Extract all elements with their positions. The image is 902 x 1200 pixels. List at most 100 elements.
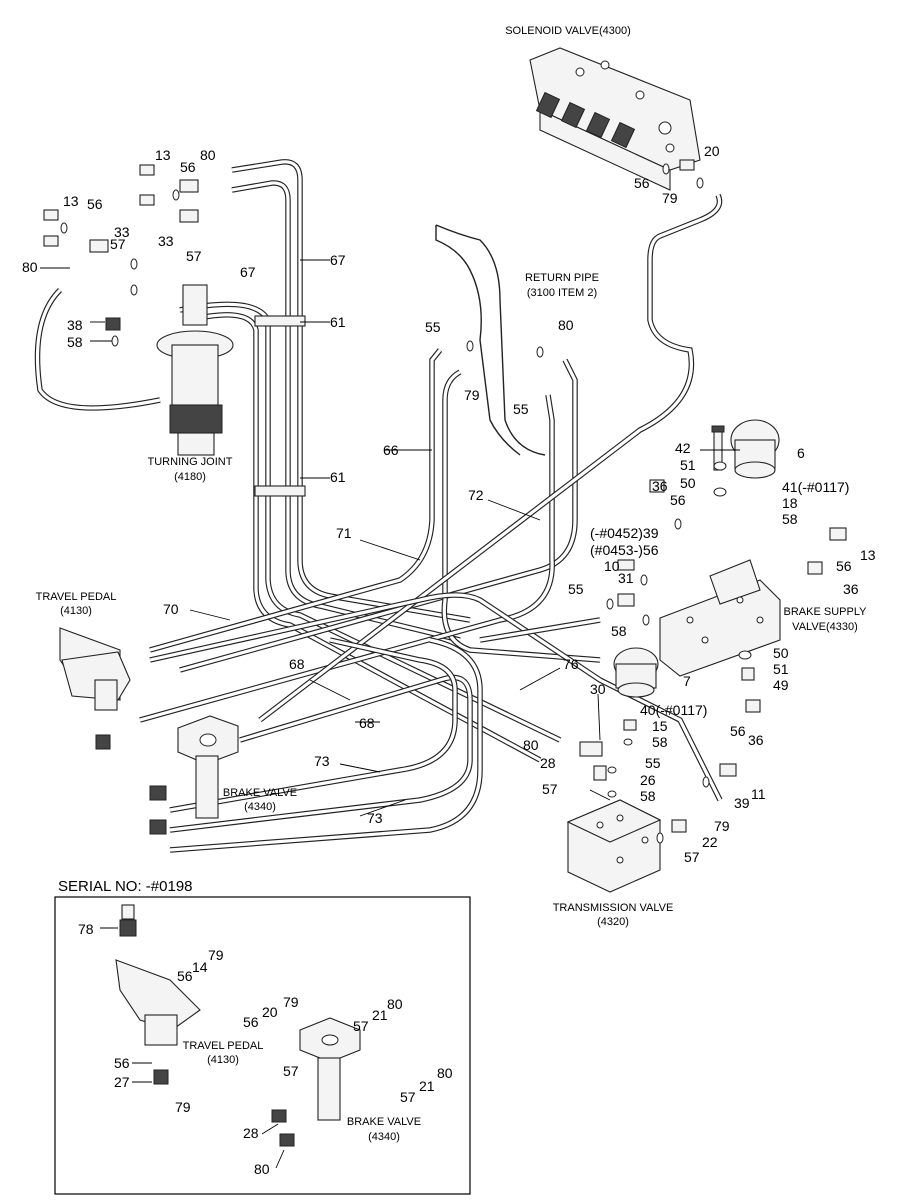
part-number-56-e: 56	[836, 558, 852, 574]
part-number-42: 42	[675, 440, 691, 456]
part-number-callouts: 20 56 79 13 56 80 13 56 33 33 57 57 80 6…	[22, 143, 876, 865]
part-number-56-a: 56	[180, 159, 196, 175]
inset-part-20: 20	[262, 1004, 278, 1020]
part-number-56-b: 56	[87, 196, 103, 212]
part-number-38: 38	[67, 317, 83, 333]
inset-brake-valve-label: BRAKE VALVE	[347, 1116, 421, 1128]
solenoid-valve-label: SOLENOID VALVE(4300)	[505, 25, 631, 37]
hose-67	[231, 159, 471, 643]
part-number-39-a: (-#0452)39	[590, 525, 659, 541]
accumulator-7[interactable]	[613, 647, 659, 698]
part-number-41: 41(-#0117)	[782, 479, 849, 495]
part-number-36-c: 36	[748, 732, 764, 748]
part-number-13-c: 13	[860, 547, 876, 563]
part-number-55-d: 55	[645, 755, 661, 771]
part-number-61-a: 61	[330, 314, 346, 330]
part-number-49: 49	[773, 677, 789, 693]
part-number-71: 71	[336, 525, 352, 541]
part-number-67-a: 67	[240, 264, 256, 280]
part-number-33-b: 33	[158, 233, 174, 249]
serial-inset-frame	[54, 896, 471, 1195]
transmission-valve-ref: (4320)	[597, 916, 629, 928]
return-pipe-label: RETURN PIPE	[525, 272, 599, 284]
part-number-56-c: 56	[670, 492, 686, 508]
part-number-36-a: 36	[652, 478, 668, 494]
turning-joint-label: TURNING JOINT	[148, 456, 233, 468]
part-number-57-b: 57	[186, 248, 202, 264]
hose-clamp-61-upper	[254, 315, 306, 327]
part-number-11: 11	[751, 786, 766, 802]
travel-pedal-4130[interactable]	[59, 627, 131, 750]
part-number-30: 30	[590, 681, 606, 697]
brake-supply-valve-4330[interactable]	[659, 559, 781, 677]
part-number-20-top: 20	[704, 143, 720, 159]
part-number-57-a: 57	[110, 236, 126, 252]
hose-clamp-61-lower	[254, 485, 306, 497]
part-number-79-top: 79	[662, 190, 678, 206]
part-number-55-a: 55	[425, 319, 441, 335]
part-number-50-a: 50	[680, 475, 696, 491]
inset-travel-pedal-ref: (4130)	[207, 1054, 239, 1066]
inset-travel-pedal-label: TRAVEL PEDAL	[183, 1040, 264, 1052]
turning-joint-ref: (4180)	[174, 471, 206, 483]
part-number-33-a: 33	[114, 224, 130, 240]
part-number-58-b: 58	[782, 511, 798, 527]
accumulator-6[interactable]	[730, 419, 780, 479]
part-number-39-b: 39	[734, 795, 750, 811]
solenoid-valve-4300[interactable]	[529, 47, 701, 191]
part-number-80-b: 80	[22, 259, 38, 275]
part-number-56-f: 56	[730, 723, 746, 739]
part-number-55-c: 55	[568, 581, 584, 597]
part-number-72: 72	[468, 487, 484, 503]
part-number-68-b: 68	[359, 715, 375, 731]
part-number-28: 28	[540, 755, 556, 771]
leader-lines	[40, 259, 740, 817]
part-number-13-b: 13	[63, 193, 79, 209]
part-number-57-c: 57	[542, 781, 558, 797]
part-number-15: 15	[652, 718, 668, 734]
inset-part-80-a: 80	[387, 996, 403, 1012]
part-number-56-top: 56	[634, 175, 650, 191]
part-number-66: 66	[383, 442, 399, 458]
part-number-22: 22	[702, 834, 718, 850]
part-number-58-d: 58	[652, 734, 668, 750]
inset-part-79-c: 79	[175, 1099, 191, 1115]
inset-part-56-c: 56	[114, 1055, 130, 1071]
inset-travel-pedal[interactable]	[115, 904, 201, 1085]
inset-part-79-b: 79	[283, 994, 299, 1010]
inset-part-56-a: 56	[177, 968, 193, 984]
part-number-57-d: 57	[684, 849, 700, 865]
part-number-26: 26	[640, 772, 656, 788]
return-pipe-outline	[435, 224, 546, 456]
part-number-55-b: 55	[513, 401, 529, 417]
part-number-7: 7	[683, 673, 691, 689]
part-number-50-b: 50	[773, 645, 789, 661]
inset-part-56-b: 56	[243, 1014, 259, 1030]
serial-number-label: SERIAL NO: -#0198	[58, 878, 193, 895]
brake-valve-4340[interactable]	[149, 715, 239, 835]
turning-joint-4180[interactable]	[156, 284, 234, 456]
hose-72	[179, 358, 578, 673]
inset-brake-valve[interactable]	[271, 1017, 361, 1147]
part-number-67-b: 67	[330, 252, 346, 268]
part-number-18: 18	[782, 495, 798, 511]
part-number-58-e: 58	[640, 788, 656, 804]
hose-55-brake-supply	[479, 617, 601, 643]
inset-part-number-callouts: 78 79 14 56 79 20 56 56 27 79 80 21 57 5…	[78, 921, 453, 1177]
inset-part-57-a: 57	[353, 1018, 369, 1034]
inset-part-79-a: 79	[208, 947, 224, 963]
inset-part-27: 27	[114, 1074, 130, 1090]
part-number-58-c: 58	[611, 623, 627, 639]
part-number-51-b: 51	[773, 661, 789, 677]
part-number-76: 76	[563, 656, 579, 672]
part-number-58-a: 58	[67, 334, 83, 350]
inset-part-80-c: 80	[254, 1161, 270, 1177]
transmission-valve-label: TRANSMISSION VALVE	[553, 902, 674, 914]
hose-70	[149, 592, 723, 802]
hose-71	[441, 369, 601, 663]
brake-supply-valve-ref: VALVE(4330)	[792, 621, 858, 633]
part-number-79-b: 79	[714, 818, 730, 834]
transmission-valve-4320[interactable]	[566, 799, 662, 893]
part-number-80-c: 80	[523, 737, 539, 753]
